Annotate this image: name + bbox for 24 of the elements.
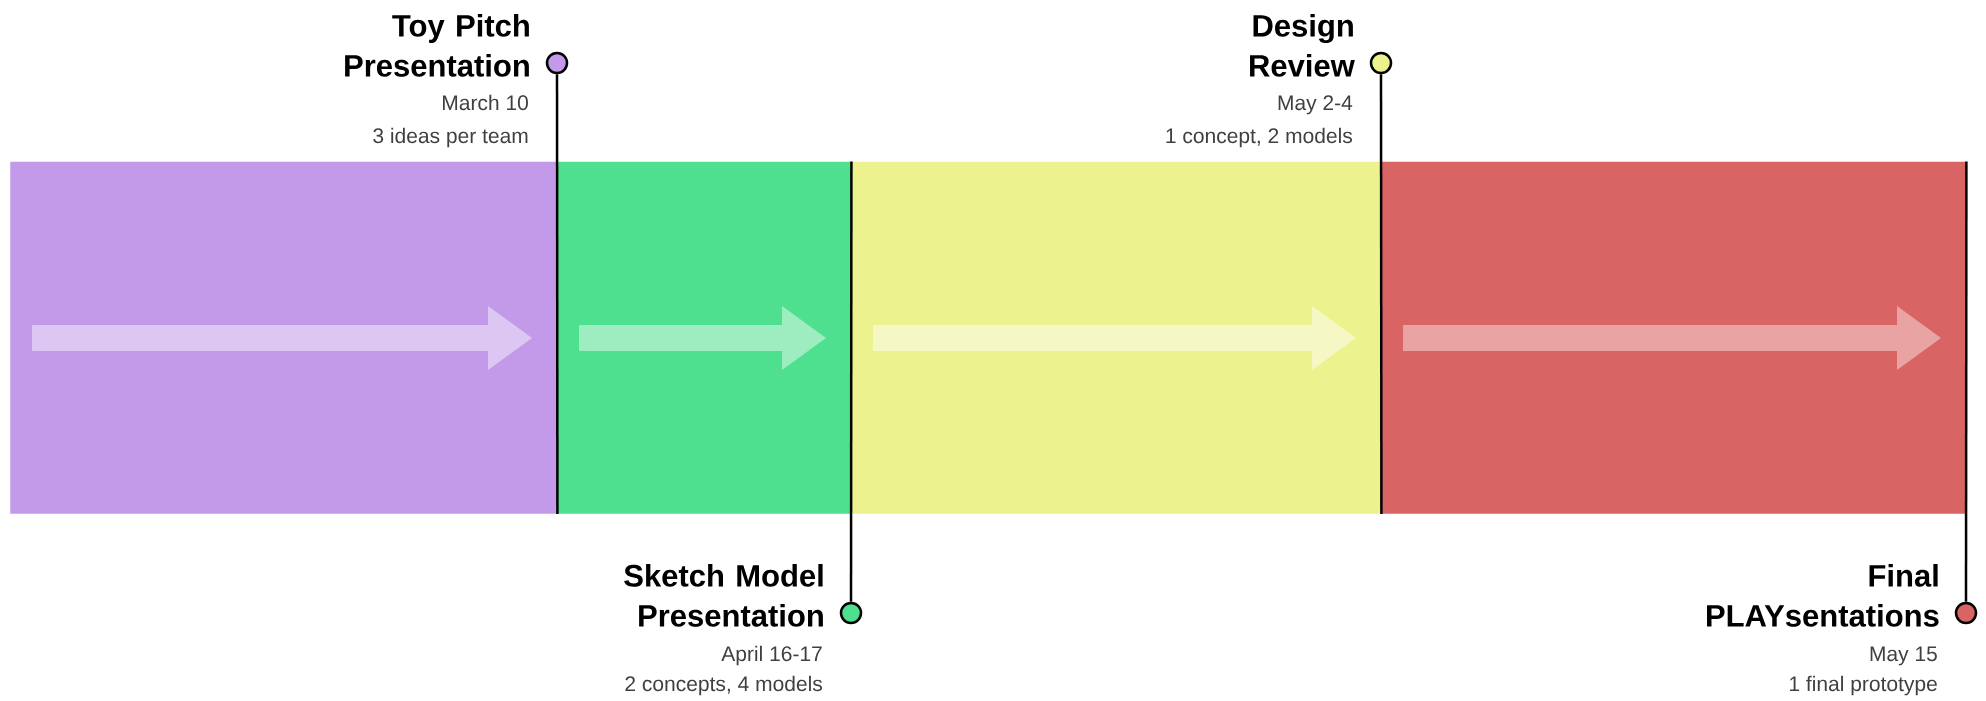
milestone-line <box>1964 161 1968 602</box>
milestone-date: April 16-17 <box>721 645 822 666</box>
milestone-circle <box>545 51 569 75</box>
band-segment <box>557 161 852 514</box>
milestone-note: 1 concept, 2 models <box>1166 127 1352 148</box>
milestone-line <box>555 74 559 514</box>
milestone-date: March 10 <box>443 94 528 111</box>
milestone-date: May 2-4 <box>1278 95 1353 115</box>
milestone-heading: Toy Pitch Presentation <box>345 14 529 77</box>
milestone-heading: Sketch Model Presentation <box>624 564 823 627</box>
milestone-heading: Design Review <box>1250 14 1355 77</box>
milestone-note: 2 concepts, 4 models <box>625 675 822 696</box>
milestone-note: 1 final prototype <box>1790 675 1937 696</box>
milestone-circle <box>839 601 863 625</box>
milestone-circle <box>1954 601 1978 625</box>
band-segment <box>851 161 1382 514</box>
milestone-note: 3 ideas per team <box>373 127 528 148</box>
milestone-circle <box>1369 51 1393 75</box>
milestone-heading: Final PLAYsentations <box>1707 564 1939 627</box>
milestone-date: May 15 <box>1870 646 1937 666</box>
band-segment <box>10 161 558 514</box>
band-segment <box>1381 161 1967 514</box>
milestone-line <box>1379 74 1383 514</box>
milestone-line <box>849 161 853 602</box>
